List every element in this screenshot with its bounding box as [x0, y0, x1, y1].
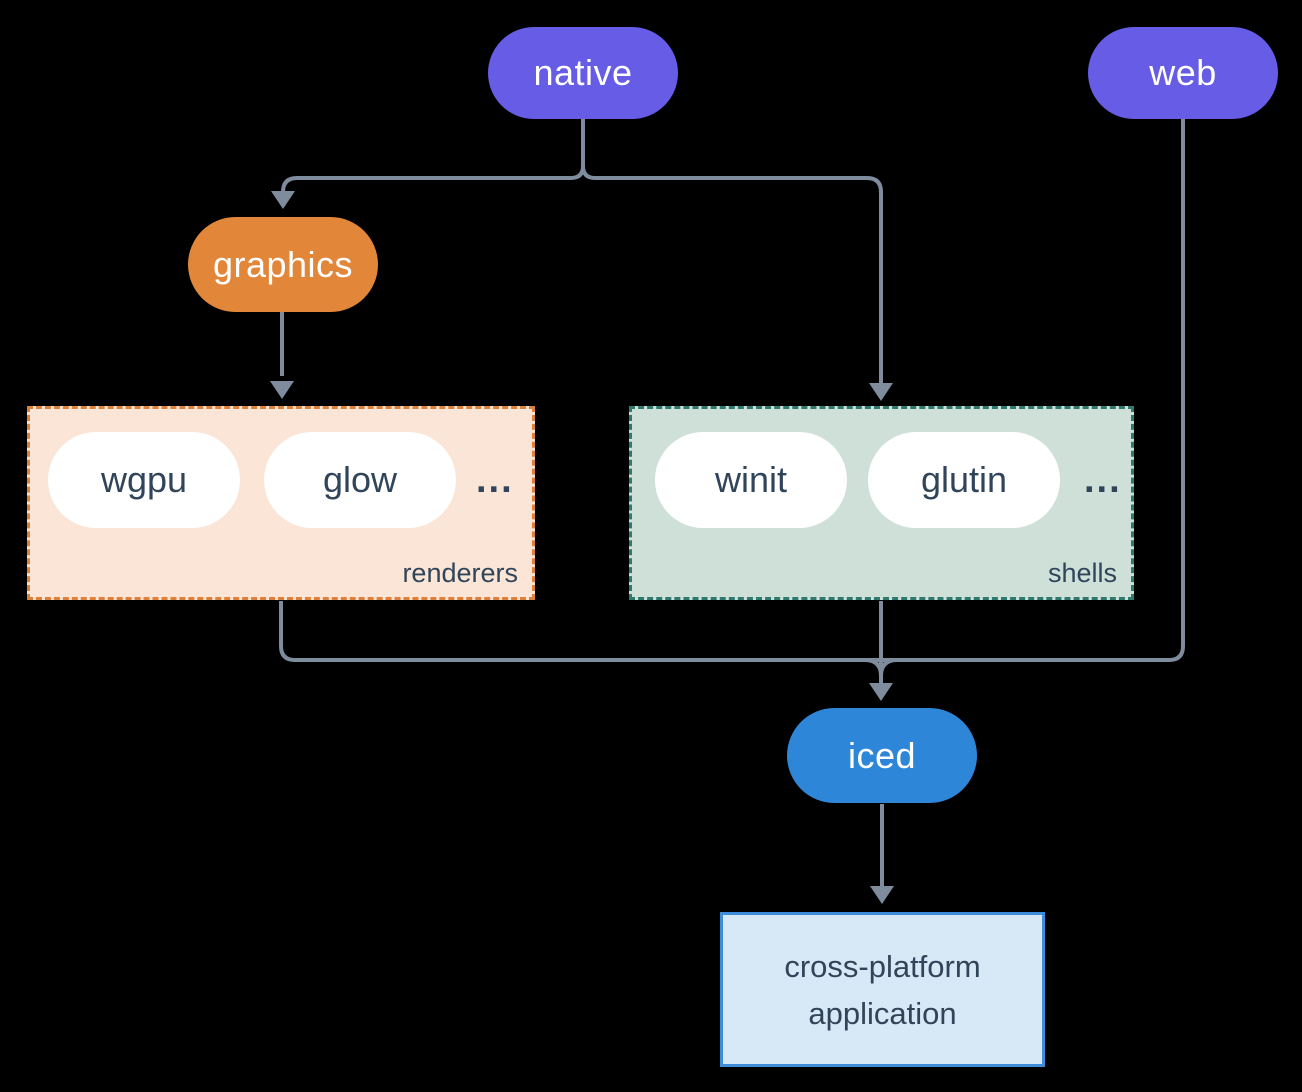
- renderers-label: renderers: [402, 558, 518, 588]
- arrowhead-graphics: [271, 191, 295, 209]
- group-renderers: wgpu glow ... renderers: [27, 406, 535, 600]
- pill-glutin: glutin: [868, 432, 1060, 528]
- arrowhead-iced: [869, 683, 893, 701]
- pill-glow: glow: [264, 432, 456, 528]
- edge-native-to-graphics: [281, 119, 585, 193]
- node-native: native: [488, 27, 678, 119]
- node-iced: iced: [787, 708, 977, 803]
- pill-winit: winit: [655, 432, 847, 528]
- pill-wgpu: wgpu: [48, 432, 240, 528]
- merge-fillet-left: [864, 658, 883, 677]
- group-shells: winit glutin ... shells: [629, 406, 1134, 600]
- renderers-ellipsis: ...: [476, 458, 514, 501]
- node-application: cross-platform application: [720, 912, 1045, 1067]
- arrowhead-renderers: [270, 381, 294, 399]
- node-web: web: [1088, 27, 1278, 119]
- merge-fillet-right: [879, 658, 898, 677]
- arrowhead-shells: [869, 383, 893, 401]
- application-label-line2: application: [808, 995, 957, 1031]
- node-graphics: graphics: [188, 217, 378, 312]
- shells-ellipsis: ...: [1084, 458, 1122, 501]
- application-label-line1: cross-platform: [784, 948, 981, 984]
- shells-label: shells: [1047, 558, 1117, 588]
- edge-renderers-to-merge: [279, 601, 881, 662]
- arrowhead-application: [870, 886, 894, 904]
- edge-native-to-shells: [581, 165, 883, 383]
